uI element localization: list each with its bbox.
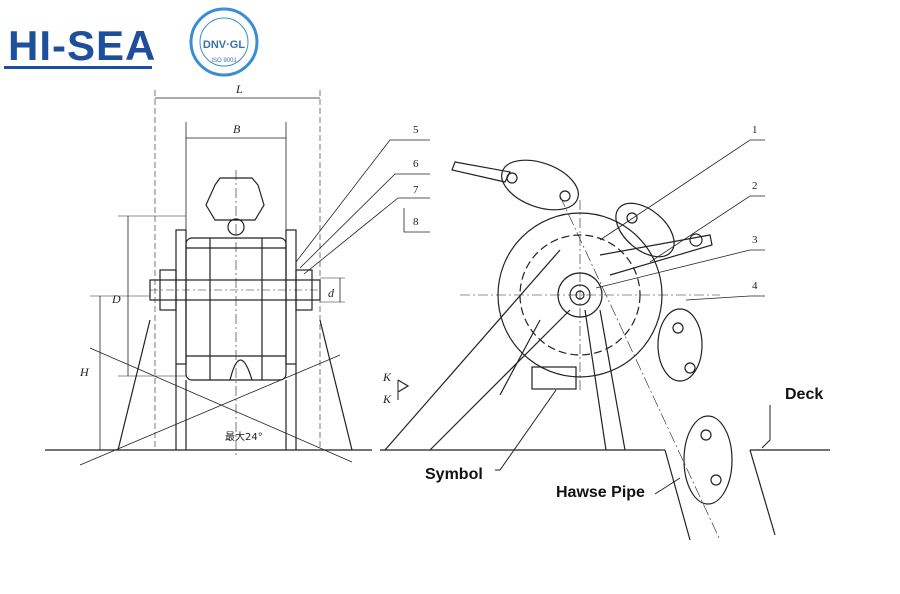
callout-symbol: Symbol: [425, 466, 483, 483]
certification-badge: DNV·GL: [189, 7, 259, 77]
callout-hawse-pipe: Hawse Pipe: [556, 484, 645, 501]
section-K-bottom: K: [383, 392, 392, 406]
part-number-8: 8: [413, 216, 419, 228]
dim-d-label: d: [328, 286, 334, 300]
part-number-7: 7: [413, 184, 419, 196]
dim-L-label: L: [236, 82, 243, 96]
part-number-6: 6: [413, 158, 419, 170]
part-number-3: 3: [752, 234, 758, 246]
symbol-plate: [531, 366, 577, 390]
chain-link: [615, 202, 675, 258]
callout-deck: Deck: [785, 386, 824, 403]
hawse-pipe-left: [664, 449, 691, 541]
badge-caption: ISO 9001: [211, 58, 237, 64]
part-number-2: 2: [752, 180, 758, 192]
part-number-5: 5: [413, 124, 419, 136]
frame-left: [384, 249, 561, 451]
part-number-1: 1: [752, 124, 758, 136]
top-bracket: [205, 177, 265, 221]
dim-B-label: B: [233, 122, 241, 136]
part-number-4: 4: [752, 280, 758, 292]
chain-link: [657, 308, 703, 382]
dim-D-label: D: [112, 292, 121, 306]
left-support: [117, 319, 151, 451]
chain-link: [501, 159, 579, 211]
logo-underline: [4, 66, 152, 69]
dim-H-label: H: [80, 365, 89, 379]
badge-text: DNV·GL: [203, 39, 245, 51]
section-K-top: K: [383, 370, 392, 384]
right-support: [319, 319, 353, 451]
hawse-pipe-right: [749, 449, 776, 536]
chain-link: [683, 415, 733, 505]
angle-note: 最大24°: [225, 432, 263, 443]
company-logo: HI-SEA: [8, 22, 157, 69]
